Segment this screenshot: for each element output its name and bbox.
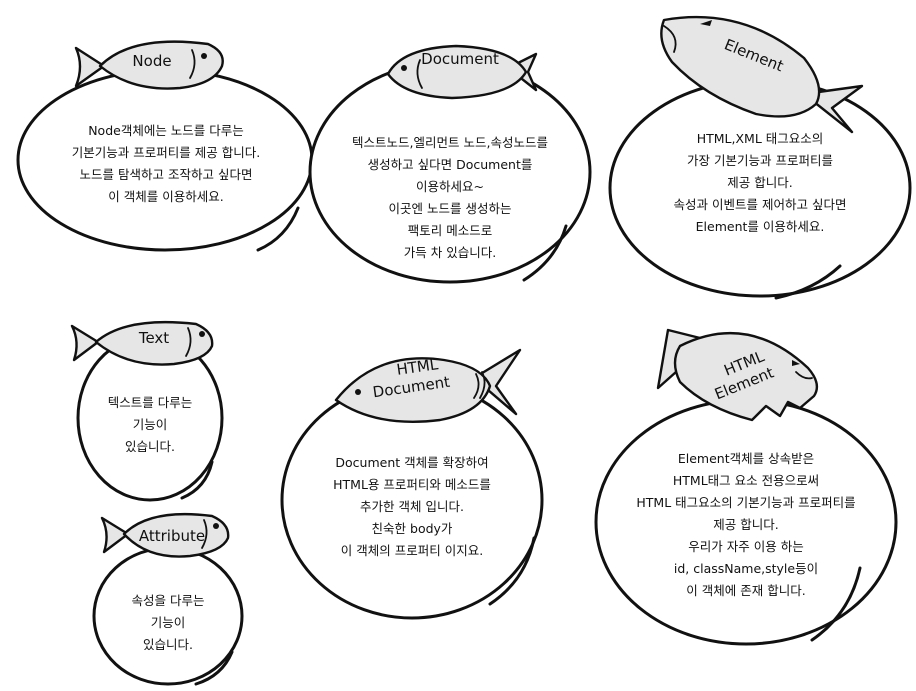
html-document-title-line1: HTML <box>395 355 439 379</box>
attribute-card: Attribute <box>92 512 244 686</box>
document-description: 텍스트노드,엘리먼트 노드,속성노드를 생성하고 싶다면 Document를 이… <box>352 135 548 260</box>
node-card: Node <box>16 40 314 252</box>
node-title: Node <box>132 52 171 70</box>
attribute-description: 속성을 다루는 기능이 있습니다. <box>131 593 205 652</box>
element-bubble-tail <box>774 264 842 300</box>
html-element-fish-icon <box>656 328 819 422</box>
text-fish-icon <box>70 320 214 366</box>
attribute-title: Attribute <box>139 527 205 545</box>
node-bubble-tail <box>256 206 300 252</box>
html-document-fish-icon <box>334 348 522 423</box>
element-card: Element <box>608 15 912 300</box>
document-card: Document <box>308 44 592 284</box>
document-title: Document <box>421 50 499 68</box>
html-document-description: Document 객체를 확장하여 HTML용 프로퍼티와 메소드를 추가한 객… <box>333 455 491 558</box>
html-document-card: HTML Document <box>280 348 544 620</box>
node-description: Node객체에는 노드를 다루는 기본기능과 프로퍼티를 제공 합니다. 노드를… <box>71 123 261 204</box>
html-element-bubble-tail <box>810 566 862 642</box>
node-fish-icon <box>74 40 224 90</box>
attribute-fish-icon <box>100 512 230 558</box>
document-fish-icon <box>386 44 538 100</box>
html-document-bubble-tail <box>488 536 536 606</box>
html-element-card: HTML Element <box>594 328 898 646</box>
text-card: Text <box>70 320 224 502</box>
text-title: Text <box>138 329 169 347</box>
element-description: HTML,XML 태그요소의 가장 기본기능과 프로퍼티를 제공 합니다. 속성… <box>673 131 847 234</box>
element-fish-icon <box>660 15 864 134</box>
attribute-bubble-tail <box>194 650 234 686</box>
html-element-description: Element객체를 상속받은 HTML태그 요소 전용으로써 HTML 태그요… <box>636 451 856 598</box>
text-bubble-tail <box>180 460 214 500</box>
document-bubble-tail <box>522 224 568 282</box>
text-description: 텍스트를 다루는 기능이 있습니다. <box>107 395 193 454</box>
